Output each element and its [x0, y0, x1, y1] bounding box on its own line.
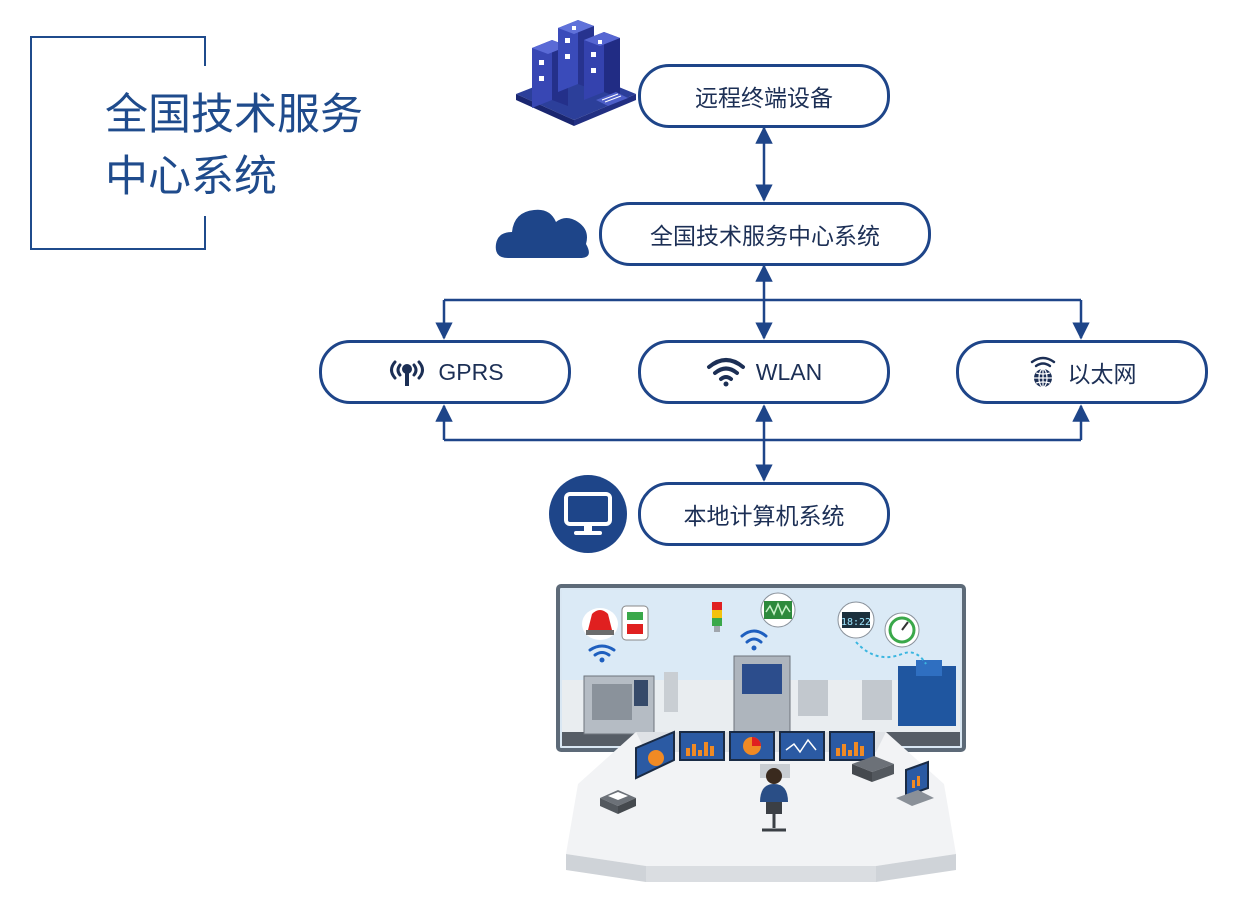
- node-gprs: GPRS: [319, 340, 571, 404]
- node-local-computer: 本地计算机系统: [638, 482, 890, 546]
- page-title-line2: 中心系统: [105, 152, 277, 202]
- monitor-icon: [549, 475, 627, 553]
- node-remote-terminal: 远程终端设备: [638, 64, 890, 128]
- node-service-center-label: 全国技术服务中心系统: [650, 223, 880, 249]
- page-title: 全国技术服务 中心系统: [105, 84, 405, 208]
- node-wlan: WLAN: [638, 340, 890, 404]
- node-service-center: 全国技术服务中心系统: [599, 202, 931, 266]
- antenna-icon: [386, 357, 428, 387]
- globe-signal-icon: [1028, 356, 1058, 388]
- node-wlan-label: WLAN: [755, 358, 823, 385]
- node-remote-terminal-label: 远程终端设备: [695, 85, 833, 111]
- title-frame: [30, 36, 206, 250]
- node-gprs-label: GPRS: [438, 358, 504, 385]
- cloud-icon: [495, 209, 589, 258]
- frame-right-top-tick: [204, 36, 206, 66]
- node-local-computer-label: 本地计算机系统: [683, 503, 845, 529]
- frame-right-bottom-tick: [204, 216, 206, 250]
- page-title-line1: 全国技术服务: [105, 90, 363, 140]
- frame-bottom-line: [30, 248, 206, 250]
- node-ethernet-label: 以太网: [1067, 361, 1137, 387]
- node-ethernet: 以太网: [956, 340, 1208, 404]
- frame-left-line: [30, 36, 32, 250]
- server-rack-illustration: [516, 20, 636, 126]
- wifi-icon: [706, 357, 746, 387]
- control-room-illustration: 18:22: [556, 584, 966, 882]
- frame-top-line: [30, 36, 206, 38]
- clock-readout: 18:22: [841, 617, 871, 628]
